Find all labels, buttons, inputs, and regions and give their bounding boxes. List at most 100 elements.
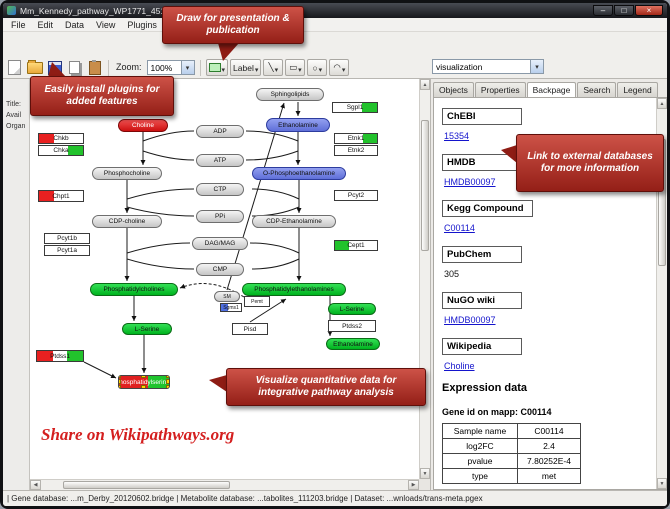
selection-handle[interactable]: [141, 385, 146, 388]
pathway-node-label: Ethanolamine: [333, 340, 373, 348]
pathway-node-pcyt2[interactable]: Pcyt2: [334, 190, 378, 201]
copy-button[interactable]: [66, 59, 83, 76]
pathway-node-ptdss2[interactable]: Ptdss2: [328, 320, 376, 332]
new-file-button[interactable]: [6, 59, 23, 76]
tab-search[interactable]: Search: [577, 82, 617, 97]
scrollbar-track[interactable]: [420, 90, 430, 468]
pathway-node-phosphatidylethanolamines[interactable]: Phosphatidylethanolamines: [242, 283, 346, 296]
callout-plugins-pointer-icon: [48, 62, 66, 77]
pathway-node-pcyt1a[interactable]: Pcyt1a: [44, 245, 90, 256]
rectangle-tool[interactable]: ▭: [285, 59, 306, 77]
line-tool[interactable]: ╲: [263, 59, 284, 76]
external-link-15354[interactable]: 15354: [444, 131, 470, 141]
ellipse-tool[interactable]: ○: [307, 59, 328, 76]
open-file-button[interactable]: [26, 59, 43, 76]
pathway-node-pisd[interactable]: Pisd: [232, 323, 268, 335]
selection-handle[interactable]: [141, 376, 146, 378]
tab-backpage[interactable]: Backpage: [526, 82, 577, 97]
menu-data[interactable]: Data: [65, 19, 85, 30]
menu-view[interactable]: View: [96, 19, 116, 30]
tab-properties[interactable]: Properties: [474, 82, 526, 97]
external-link-choline[interactable]: Choline: [444, 361, 475, 371]
pathway-node-choline[interactable]: Choline: [118, 119, 168, 132]
pathway-node-cdp-ethanolamine[interactable]: CDP-Ethanolamine: [252, 215, 336, 228]
pathway-node-label: ADP: [213, 128, 227, 135]
paste-button[interactable]: [86, 59, 103, 76]
visualization-combobox[interactable]: visualization: [432, 59, 544, 74]
menu-file[interactable]: File: [11, 19, 26, 30]
canvas-horizontal-scrollbar[interactable]: [30, 479, 419, 490]
pathway-node-sgpl1[interactable]: Sgpl1: [332, 102, 378, 113]
zoom-combobox[interactable]: 100%: [146, 60, 195, 75]
pathway-node-label: Ethanolamine: [278, 121, 318, 129]
pathway-node-pemt[interactable]: Pemt: [244, 296, 270, 307]
pathway-node-dag-mag[interactable]: DAG/MAG: [192, 237, 248, 250]
pathway-node-o-phosphoethanolamine[interactable]: O-Phosphoethanolamine: [252, 167, 346, 180]
menu-edit[interactable]: Edit: [37, 19, 54, 30]
minimize-button[interactable]: –: [593, 5, 613, 16]
pathway-node-label: Ptdss2: [342, 322, 362, 330]
scroll-up-icon[interactable]: [657, 98, 667, 109]
pathway-node-pcyt1b[interactable]: Pcyt1b: [44, 233, 90, 244]
pathway-node-sm[interactable]: SM: [214, 291, 240, 302]
scrollbar-track[interactable]: [41, 480, 408, 490]
selection-handle[interactable]: [166, 379, 169, 384]
datanode-tool[interactable]: [205, 59, 229, 76]
scroll-right-icon[interactable]: [408, 480, 419, 490]
pathway-node-etnk2[interactable]: Etnk2: [334, 145, 378, 156]
pathway-node-sgms1[interactable]: Sgms1: [220, 303, 242, 312]
scroll-up-icon[interactable]: [420, 79, 430, 90]
canvas-vertical-scrollbar[interactable]: [419, 79, 430, 479]
maximize-button[interactable]: □: [614, 5, 634, 16]
pathway-node-ethanolamine[interactable]: Ethanolamine: [326, 338, 380, 350]
external-link-hmdb00097[interactable]: HMDB00097: [444, 315, 496, 325]
tab-legend[interactable]: Legend: [617, 82, 658, 97]
tab-objects[interactable]: Objects: [433, 82, 474, 97]
pathway-node-adp[interactable]: ADP: [196, 125, 244, 138]
pathway-node-l-serine[interactable]: L-Serine: [328, 303, 376, 315]
chevron-down-icon: [298, 59, 302, 77]
menu-plugins[interactable]: Plugins: [127, 19, 157, 30]
table-cell: 7.80252E-4: [518, 454, 581, 469]
pathway-node-ctp[interactable]: CTP: [196, 183, 244, 196]
close-button[interactable]: ×: [635, 5, 663, 16]
selection-handle[interactable]: [166, 376, 169, 378]
app-window-inner: Mm_Kennedy_pathway_WP1771_45176.gp... –□…: [3, 3, 667, 506]
pathway-node-phosphatidylcholines[interactable]: Phosphatidylcholines: [90, 283, 178, 296]
scroll-left-icon[interactable]: [30, 480, 41, 490]
selection-handle[interactable]: [119, 376, 121, 378]
pathway-node-phosphatidylserines[interactable]: Phosphatidylserines: [118, 375, 170, 389]
pathway-node-chkb[interactable]: Chkb: [38, 133, 84, 144]
paste-icon: [88, 59, 101, 75]
titlebar[interactable]: Mm_Kennedy_pathway_WP1771_45176.gp... –□…: [3, 3, 667, 18]
pathway-node-ethanolamine[interactable]: Ethanolamine: [266, 118, 330, 132]
pathway-node-phosphocholine[interactable]: Phosphocholine: [92, 167, 162, 180]
pathway-node-l-serine[interactable]: L-Serine: [122, 323, 172, 335]
pathway-node-cdp-choline[interactable]: CDP-choline: [92, 215, 162, 228]
pathway-node-chka[interactable]: Chka: [38, 145, 84, 156]
pathway-node-sphingolipids[interactable]: Sphingolipids: [256, 88, 324, 101]
scrollbar-thumb[interactable]: [421, 120, 429, 251]
rectangle-tool-icon: ▭: [289, 62, 298, 72]
section-header-pubchem: PubChem: [442, 246, 522, 263]
selection-handle[interactable]: [166, 385, 169, 388]
sidebar-vertical-scrollbar[interactable]: [656, 98, 667, 489]
scrollbar-thumb[interactable]: [63, 481, 231, 489]
label-tool[interactable]: Label: [230, 59, 262, 76]
selection-handle[interactable]: [119, 379, 121, 384]
pathway-node-cmp[interactable]: CMP: [196, 263, 244, 276]
pathway-node-label: Sgms1: [223, 304, 239, 311]
selection-handle[interactable]: [119, 385, 121, 388]
pathway-node-cept1[interactable]: Cept1: [334, 240, 378, 251]
arc-tool[interactable]: ◠: [329, 59, 350, 76]
pathway-node-ppi[interactable]: PPi: [196, 210, 244, 223]
pathway-node-ptdss1[interactable]: Ptdss1: [36, 350, 84, 362]
external-link-c00114[interactable]: C00114: [444, 223, 475, 233]
pathway-node-chpt1[interactable]: Chpt1: [38, 190, 84, 202]
external-link-hmdb00097[interactable]: HMDB00097: [444, 177, 496, 187]
scroll-down-icon[interactable]: [657, 478, 667, 489]
pathway-node-atp[interactable]: ATP: [196, 154, 244, 167]
scroll-down-icon[interactable]: [420, 468, 430, 479]
pathway-node-etnk1[interactable]: Etnk1: [334, 133, 378, 144]
